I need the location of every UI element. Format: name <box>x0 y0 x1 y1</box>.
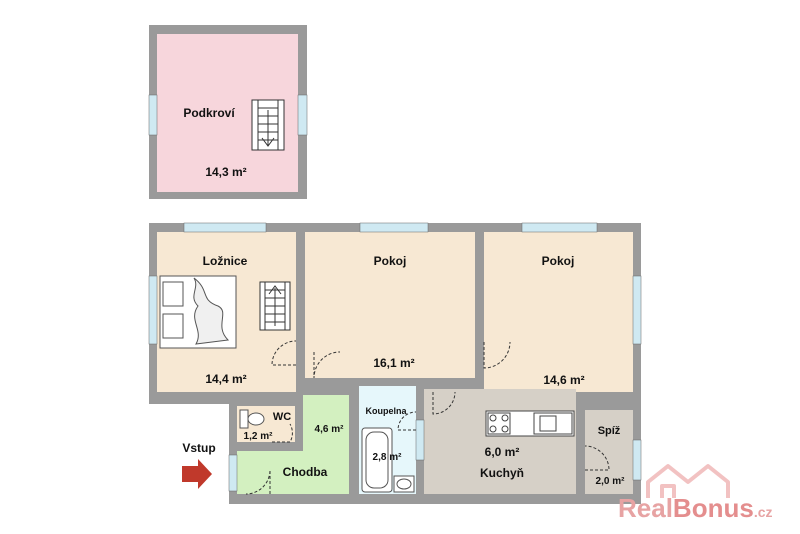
loznice-name: Ložnice <box>203 254 248 268</box>
entrance-arrow-icon <box>182 459 212 489</box>
attic-name: Podkroví <box>183 106 235 120</box>
koupelna-area: 2,8 m² <box>373 452 403 463</box>
pokoj-middle-area: 16,1 m² <box>373 356 414 370</box>
wc-name: WC <box>273 411 291 423</box>
bathtub <box>361 427 393 493</box>
koupelna-name: Koupelna <box>365 406 407 416</box>
room-pokoj-middle <box>305 232 475 378</box>
door-swings <box>245 340 610 495</box>
pokoj-right-name: Pokoj <box>542 254 575 268</box>
entrance-label: Vstup <box>182 441 215 455</box>
bed <box>159 275 237 349</box>
logo-part1: Real <box>618 493 673 523</box>
logo-text: RealBonus.cz <box>618 493 773 524</box>
basin <box>393 475 415 493</box>
logo-house-icon <box>646 464 730 498</box>
attic-window-right <box>297 94 308 136</box>
room-chodba <box>237 395 349 494</box>
entrance-marker: Vstup <box>182 441 216 489</box>
main-floor: Ložnice 14,4 m² Pokoj 16,1 m² Pokoj 14,6… <box>148 222 642 514</box>
attic-floor: Podkroví 14,3 m² <box>148 25 308 199</box>
pokoj-middle-name: Pokoj <box>374 254 407 268</box>
kuchyn-area: 6,0 m² <box>485 445 520 459</box>
spiz-name: Spíž <box>598 425 621 437</box>
kuchyn-name: Kuchyň <box>480 466 524 480</box>
main-stairs <box>259 281 291 331</box>
attic-stairs <box>251 99 285 151</box>
logo-suffix: .cz <box>753 504 773 520</box>
room-pokoj-right <box>484 232 633 392</box>
toilet <box>239 409 265 429</box>
room-spiz <box>585 410 633 494</box>
spiz-area: 2,0 m² <box>596 476 626 487</box>
main-windows <box>148 222 642 492</box>
chodba-name: Chodba <box>283 465 328 479</box>
kitchen-counter <box>485 410 575 437</box>
wc-area: 1,2 m² <box>244 431 274 442</box>
logo-part2: Bonus <box>672 493 754 523</box>
attic-area: 14,3 m² <box>205 165 246 179</box>
loznice-area: 14,4 m² <box>205 372 246 386</box>
pokoj-right-area: 14,6 m² <box>543 373 584 387</box>
realbonus-logo: RealBonus.cz <box>618 464 788 524</box>
hall-area: 4,6 m² <box>315 424 345 435</box>
attic-window-left <box>148 94 158 136</box>
